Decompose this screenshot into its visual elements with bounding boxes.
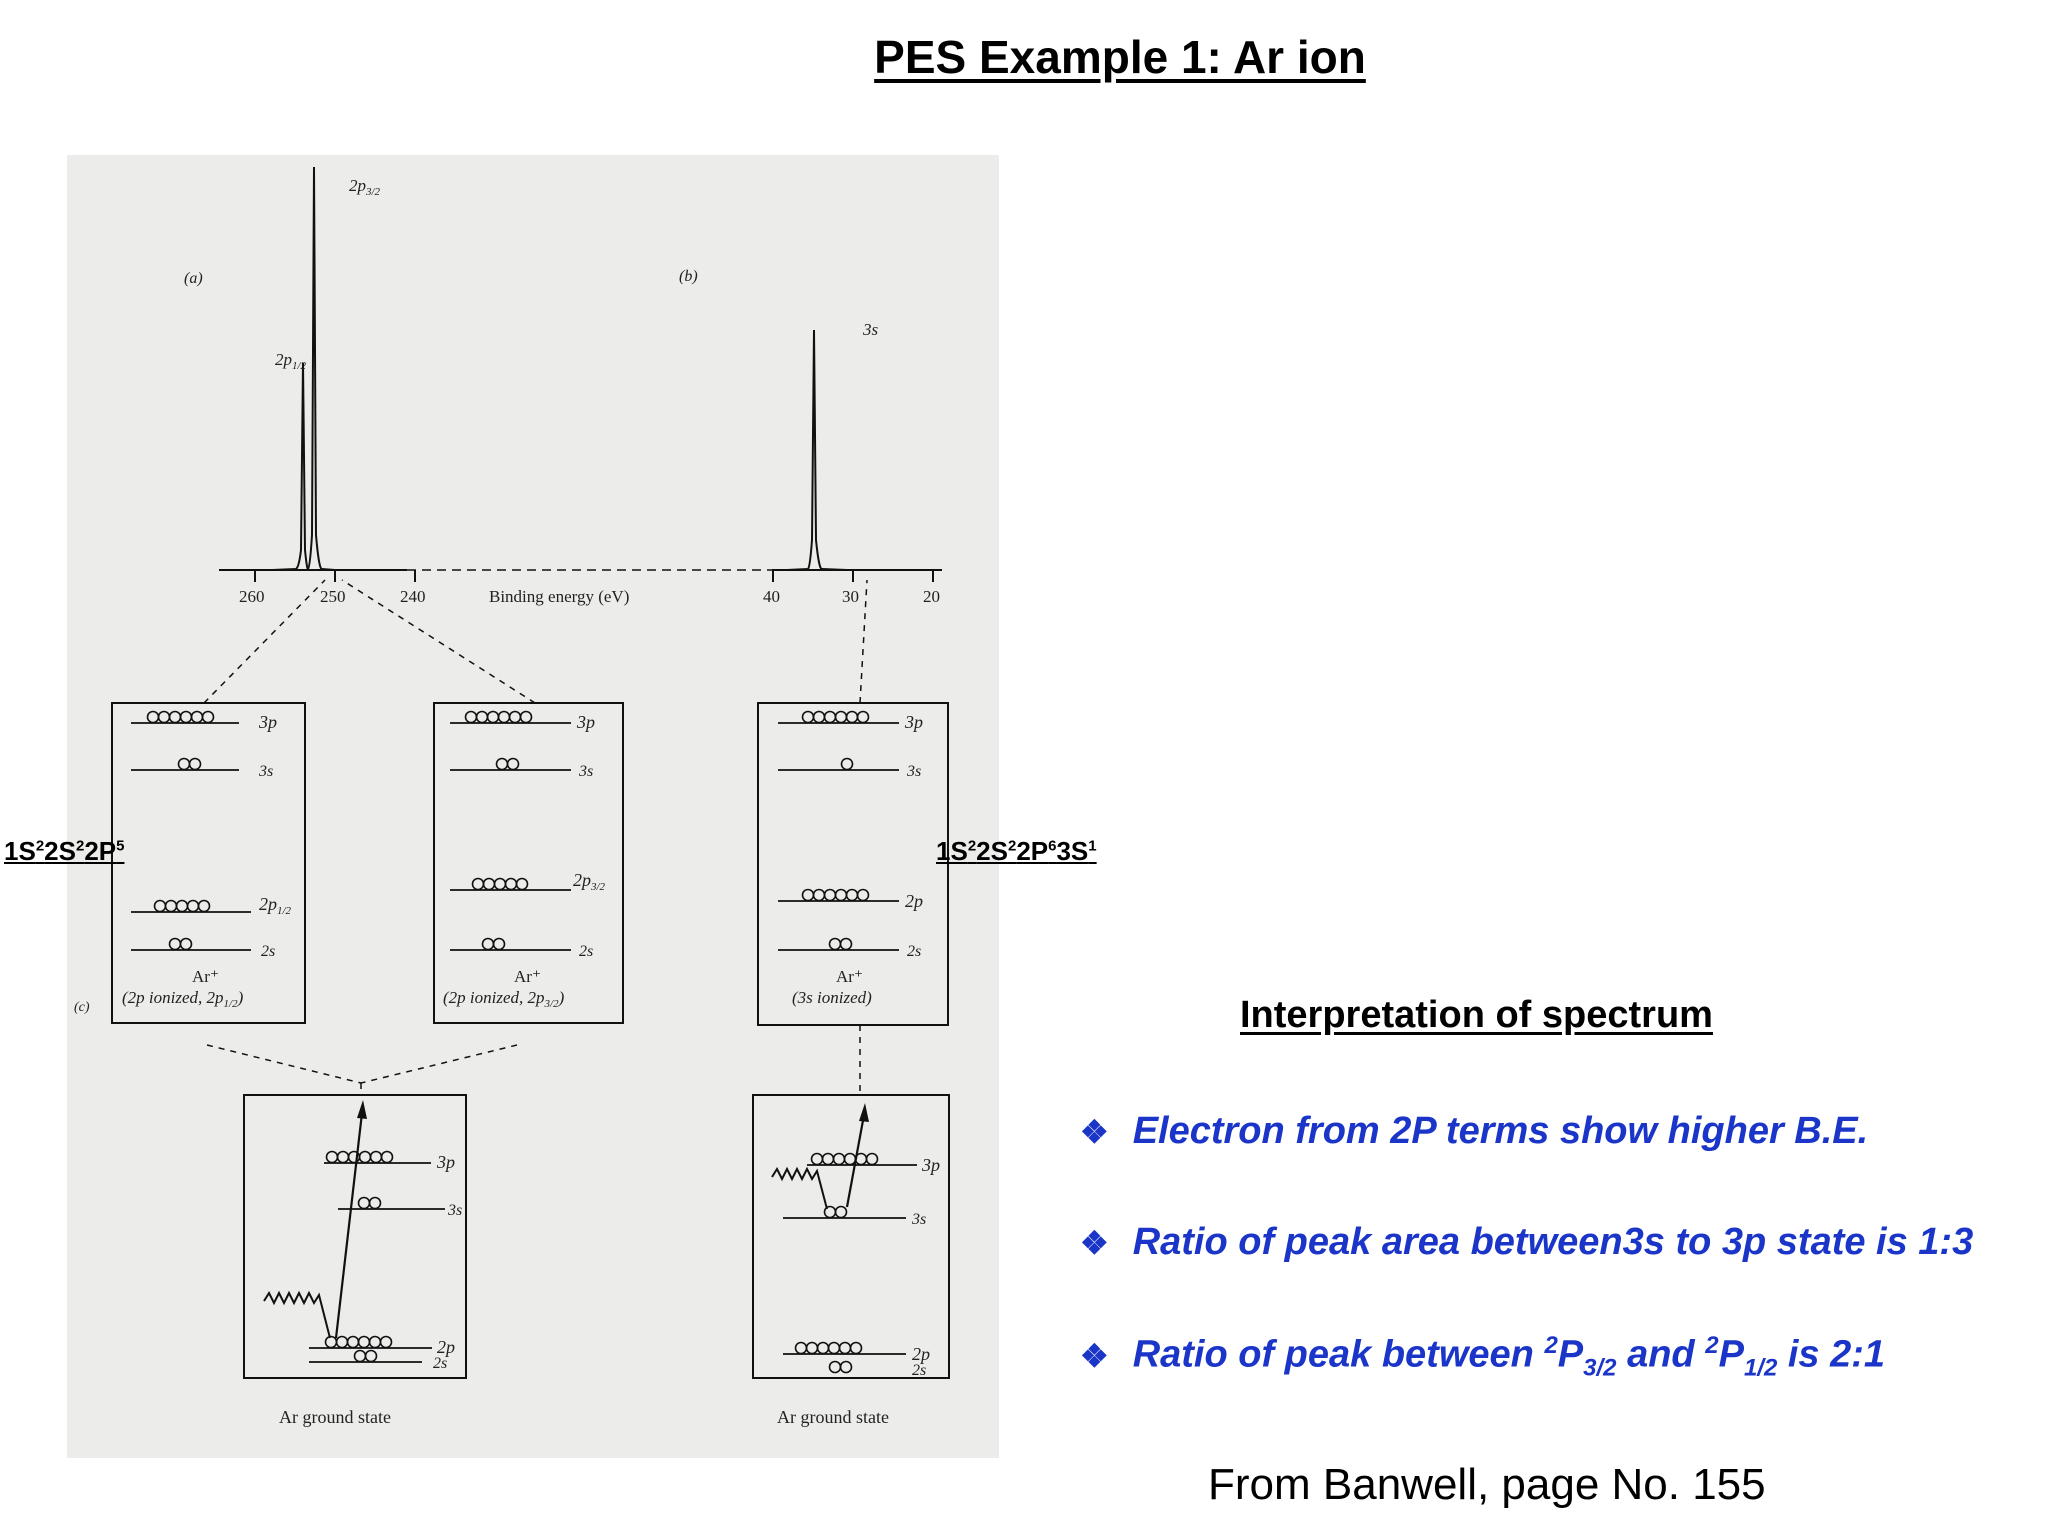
config-2p5-label: 1S22S22P5 xyxy=(4,836,125,866)
axis-ticks xyxy=(254,570,934,582)
svg-text:2s: 2s xyxy=(579,943,593,960)
svg-text:2s: 2s xyxy=(912,1362,926,1379)
ground-state-label: Ar ground state xyxy=(279,1407,391,1427)
tick-20: 20 xyxy=(923,587,940,606)
svg-text:(2p ionized, 2p3/2): (2p ionized, 2p3/2) xyxy=(443,988,565,1010)
box-ground-state-3s: 3p 3s 2p 2s Ar ground state xyxy=(752,1094,950,1427)
svg-text:3p: 3p xyxy=(904,712,923,732)
bullet-item-2: ❖Ratio of peak area between3s to 3p stat… xyxy=(1080,1221,1974,1263)
svg-text:2s: 2s xyxy=(433,1355,447,1372)
svg-text:3s: 3s xyxy=(447,1202,462,1219)
svg-text:3s: 3s xyxy=(911,1211,926,1228)
peak-3s-label: 3s xyxy=(862,320,879,339)
svg-text:3p: 3p xyxy=(576,712,595,732)
ground-state-label-2: Ar ground state xyxy=(777,1407,889,1427)
svg-text:Ar⁺: Ar⁺ xyxy=(514,967,541,986)
panel-a-label: (a) xyxy=(184,270,203,287)
svg-text:(3s ionized): (3s ionized) xyxy=(792,988,872,1007)
ejection-arrow-3s xyxy=(845,1114,866,1208)
photon-wave-2p xyxy=(263,1290,331,1339)
diamond-bullet-icon: ❖ xyxy=(1080,1114,1109,1150)
svg-text:3p: 3p xyxy=(436,1152,455,1172)
svg-text:2p: 2p xyxy=(437,1337,455,1357)
axis-label: Binding energy (eV) xyxy=(489,587,629,606)
spectrum-3s-trace xyxy=(786,329,848,571)
panel-b-label: (b) xyxy=(679,268,698,285)
svg-text:(2p ionized, 2p1/2): (2p ionized, 2p1/2) xyxy=(122,988,244,1010)
box-ar-3s-ionized: 3p 3s 2p 2s Ar⁺ (3s ionized) xyxy=(757,702,949,1026)
bullet-item-1: ❖Electron from 2P terms show higher B.E. xyxy=(1080,1110,1869,1152)
tick-260: 260 xyxy=(239,587,265,606)
photon-wave-3s xyxy=(771,1166,828,1210)
tick-240: 240 xyxy=(400,587,426,606)
svg-text:2p: 2p xyxy=(905,891,923,911)
box-ground-state-2p: 3p 3s 2p 2s Ar ground state xyxy=(243,1094,467,1427)
pes-figure: (a) (b) (c) 2p1/2 2p3/2 3s 260 250 240 4… xyxy=(67,155,999,1458)
diamond-bullet-icon: ❖ xyxy=(1080,1337,1109,1374)
svg-text:2p: 2p xyxy=(912,1344,930,1364)
page-title: PES Example 1: Ar ion xyxy=(874,31,1366,83)
svg-text:3p: 3p xyxy=(258,712,277,732)
svg-text:3s: 3s xyxy=(578,763,593,780)
svg-text:3s: 3s xyxy=(906,763,921,780)
panel-c-label: (c) xyxy=(74,1000,90,1015)
transition-connectors xyxy=(203,579,868,1095)
pes-diagram: (a) (b) (c) 2p1/2 2p3/2 3s 260 250 240 4… xyxy=(74,166,950,1427)
box-ar-2p32-ionized: 3p 3s 2p3/2 2s Ar⁺ (2p ionized, 2p3/2) xyxy=(433,702,624,1024)
box-ar-2p12-ionized: 3p 3s 2p1/2 2s Ar⁺ (2p ionized, 2p1/2) xyxy=(111,702,306,1024)
bullet-item-3: ❖Ratio of peak between 2P3/2 and 2P1/2 i… xyxy=(1080,1332,1886,1382)
svg-text:Ar⁺: Ar⁺ xyxy=(192,967,219,986)
tick-40: 40 xyxy=(763,587,780,606)
diamond-bullet-icon: ❖ xyxy=(1080,1225,1109,1261)
svg-text:3p: 3p xyxy=(921,1155,940,1175)
svg-text:2s: 2s xyxy=(261,943,275,960)
svg-text:2p3/2: 2p3/2 xyxy=(573,870,606,893)
ejection-arrow-2p xyxy=(334,1112,364,1339)
tick-250: 250 xyxy=(320,587,346,606)
svg-text:2p1/2: 2p1/2 xyxy=(259,894,292,917)
svg-text:3s: 3s xyxy=(258,763,273,780)
source-citation: From Banwell, page No. 155 xyxy=(1208,1460,1766,1509)
tick-30: 30 xyxy=(842,587,859,606)
config-3s1-label: 1S22S22P63S1 xyxy=(936,836,1097,866)
peak-2p12-label: 2p1/2 xyxy=(275,350,307,372)
svg-text:Ar⁺: Ar⁺ xyxy=(836,967,863,986)
peak-2p32-label: 2p3/2 xyxy=(349,176,381,198)
svg-text:2s: 2s xyxy=(907,943,921,960)
interpretation-title: Interpretation of spectrum xyxy=(1240,994,1713,1036)
